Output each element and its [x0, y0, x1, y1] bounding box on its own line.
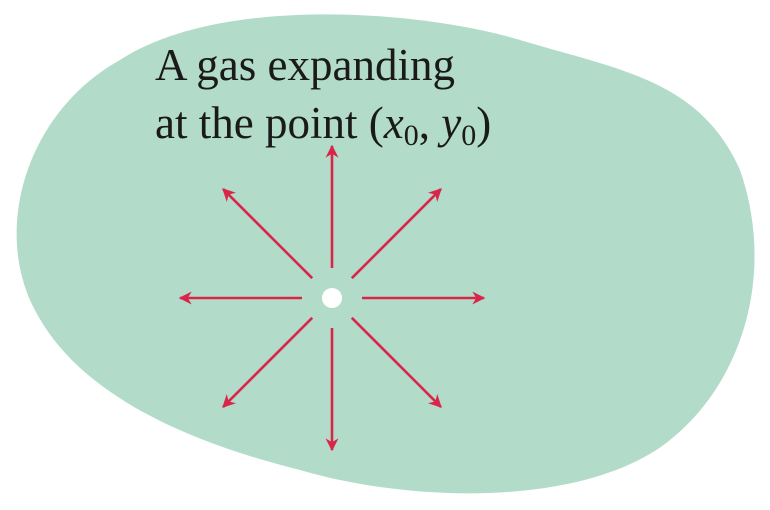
caption-line-2: at the point (x0, y0) — [155, 94, 491, 152]
arrow-up-left — [222, 188, 314, 280]
point-marker — [322, 288, 342, 308]
close-paren: ) — [476, 98, 492, 148]
coordinate-comma: , — [418, 98, 442, 148]
diagram-caption: A gas expanding at the point (x0, y0) — [155, 36, 491, 152]
x-subscript: 0 — [403, 119, 419, 152]
arrow-down-right — [350, 316, 442, 408]
caption-line-2-prefix: at the point — [155, 98, 369, 148]
caption-line-1: A gas expanding — [155, 40, 455, 90]
expansion-arrows — [178, 144, 486, 452]
gas-region — [16, 14, 755, 494]
y-subscript: 0 — [461, 119, 477, 152]
arrow-down-left — [222, 316, 314, 408]
y-variable: y — [441, 98, 462, 148]
x-variable: x — [383, 98, 404, 148]
open-paren: ( — [368, 98, 384, 148]
point-coordinates: (x0, y0) — [368, 98, 492, 151]
arrow-up-right — [350, 188, 442, 280]
